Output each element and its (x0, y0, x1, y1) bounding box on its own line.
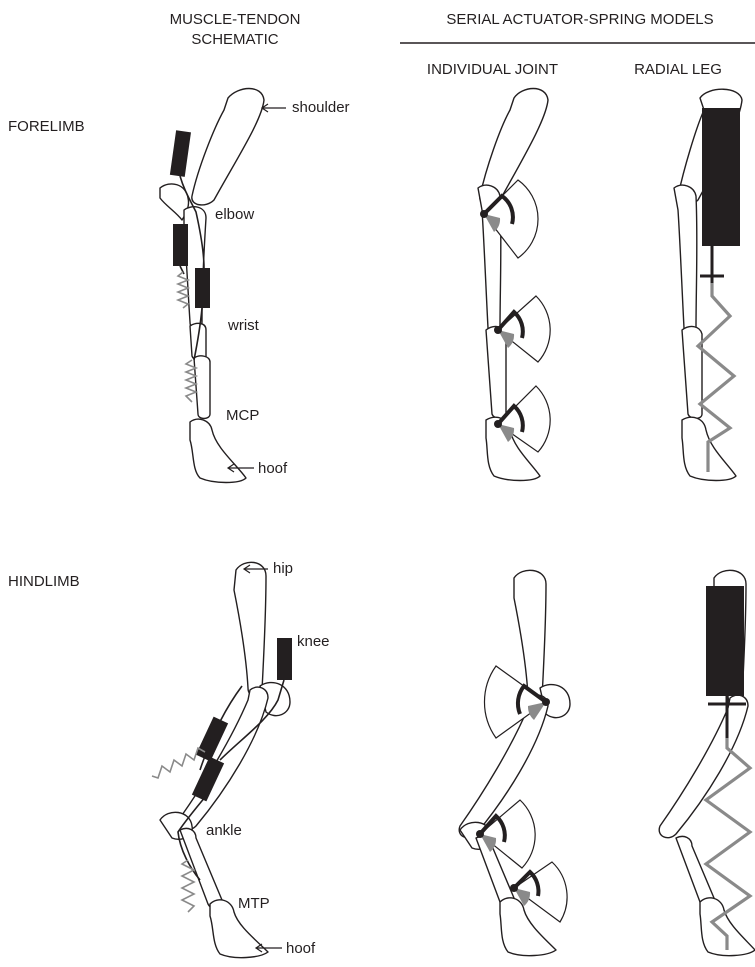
fore-spring-1 (178, 272, 188, 308)
arrow-hind-hoof (256, 944, 282, 952)
hind-radial-actuator (706, 586, 744, 696)
fore-radial-actuator (702, 108, 740, 246)
hindlimb-schematic (152, 562, 292, 957)
fore-muscle-3 (195, 268, 210, 308)
hind-femur (234, 562, 266, 696)
hind-spring-1 (152, 748, 205, 778)
arrow-shoulder (262, 104, 286, 112)
forelimb-schematic (160, 89, 286, 483)
fore-scapula (192, 89, 264, 205)
forelimb-radial-leg (674, 89, 742, 480)
hind-cannon (180, 828, 222, 908)
fore-hoof (190, 419, 246, 482)
hindlimb-individual-joint (459, 570, 570, 955)
hind-spring-2 (182, 860, 194, 912)
fore-muscle-1 (170, 130, 191, 177)
forelimb-individual-joint (478, 89, 550, 481)
hindlimb-radial-leg (659, 570, 755, 955)
hind-hoof (210, 900, 268, 958)
hind-muscle-1 (277, 638, 292, 680)
fore-muscle-2 (173, 224, 188, 266)
fore-cannon (194, 356, 210, 419)
